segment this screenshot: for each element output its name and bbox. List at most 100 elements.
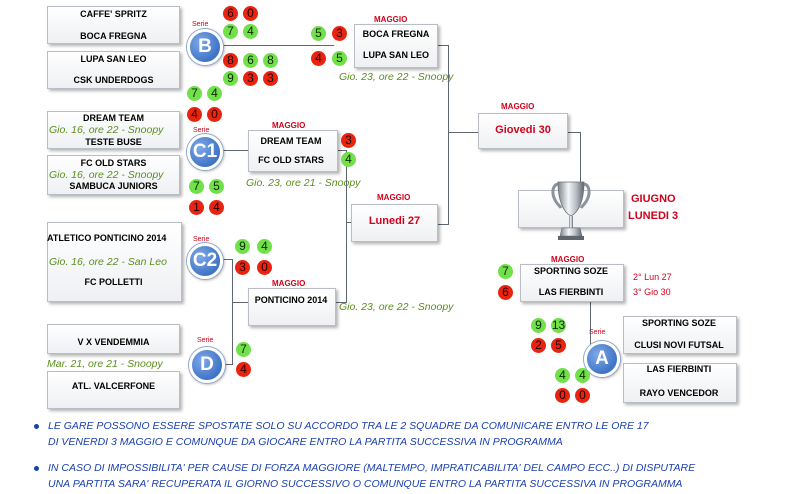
score: 1: [189, 200, 204, 215]
group-a-badge: A: [584, 341, 620, 377]
semi-a-note-2: 3° Gio 30: [633, 287, 671, 297]
group-c2-team-2: FC POLLETTI: [84, 277, 143, 287]
score: 9: [235, 239, 250, 254]
group-d-box-bottom: [47, 371, 180, 409]
group-c1-team-2: TESTE BUSE: [85, 137, 142, 147]
group-a-serie-label: Serie: [589, 329, 606, 336]
score: 7: [187, 86, 202, 101]
score: 0: [257, 260, 272, 275]
group-b-box-bottom: [47, 51, 180, 89]
note-bullet: [34, 466, 39, 471]
group-d-team-1: V X VENDEMMIA: [77, 337, 150, 347]
group-d-badge: D: [189, 347, 225, 383]
group-b-team-3: LUPA SAN LEO: [80, 54, 147, 64]
group-c1-box-top: [47, 111, 180, 149]
score: 7: [189, 179, 204, 194]
semi-a-month: MAGGIO: [551, 255, 585, 264]
trophy-icon: [551, 181, 591, 240]
group-c2-schedule: Gio. 16, ore 22 - San Leo: [49, 256, 167, 268]
semi-c1-team-1: DREAM TEAM: [260, 136, 322, 146]
score: 6: [223, 6, 238, 21]
final-bottom-box: [351, 204, 438, 242]
score: 8: [223, 53, 238, 68]
group-b-badge: B: [187, 29, 223, 65]
group-c1-schedule-2: Gio. 16, ore 22 - Snoopy: [49, 169, 164, 181]
score: 0: [207, 107, 222, 122]
final-bottom-label: Lunedi 27: [368, 215, 421, 227]
note-2-line-1: IN CASO DI IMPOSSIBILITA' PER CAUSE DI F…: [48, 462, 696, 474]
score: 3: [332, 26, 347, 41]
score: 4: [575, 368, 590, 383]
group-b-team-2: BOCA FREGNA: [80, 31, 147, 41]
group-a-box-bottom: [623, 363, 737, 403]
semi-c2-month: MAGGIO: [272, 279, 306, 288]
note-2-line-2: UNA PARTITA SARA' RECUPERATA IL GIORNO S…: [48, 478, 683, 490]
semi-c2-box: [248, 288, 336, 326]
score: 3: [341, 133, 356, 148]
score: 7: [498, 264, 513, 279]
group-b-team-1: CAFFE' SPRITZ: [80, 9, 147, 19]
score: 5: [332, 51, 347, 66]
trophy-day: LUNEDI 3: [628, 210, 679, 222]
note-1-line-2: DI VENERDI 3 MAGGIO E COMUNQUE DA GIOCAR…: [48, 436, 563, 448]
score: 4: [257, 239, 272, 254]
group-b-box-top: [47, 6, 180, 44]
semi-a-box: [520, 264, 624, 302]
score: 3: [243, 71, 258, 86]
note-1-line-1: LE GARE POSSONO ESSERE SPOSTATE SOLO SU …: [48, 420, 649, 432]
final-top-box: [478, 113, 568, 149]
score: 4: [311, 51, 326, 66]
trophy-month: GIUGNO: [631, 193, 676, 205]
score: 4: [243, 24, 258, 39]
group-c1-team-1: DREAM TEAM: [83, 113, 144, 123]
group-d-schedule: Mar. 21, ore 21 - Snoopy: [47, 358, 163, 370]
semi-a-team-1: SPORTING SOZE: [533, 266, 608, 276]
final-bottom-month: MAGGIO: [377, 193, 411, 202]
score: 4: [209, 200, 224, 215]
group-c2-serie-label: Serie: [193, 236, 210, 243]
score: 9: [531, 318, 546, 333]
score: 0: [555, 388, 570, 403]
score: 0: [575, 388, 590, 403]
group-c1-team-4: SAMBUCA JUNIORS: [69, 181, 158, 191]
group-c1-schedule-1: Gio. 16, ore 22 - Snoopy: [49, 124, 164, 136]
score: 2: [531, 338, 546, 353]
score: 4: [555, 368, 570, 383]
group-c1-team-3: FC OLD STARS: [80, 158, 147, 168]
score: 6: [498, 285, 513, 300]
score: 8: [263, 53, 278, 68]
group-d-team-2: ATL. VALCERFONE: [71, 381, 156, 391]
group-c1-badge: C1: [187, 134, 223, 170]
group-c2-box: [47, 222, 182, 302]
score: 7: [236, 342, 251, 357]
semi-b-schedule: Gio. 23, ore 22 - Snoopy: [339, 71, 454, 83]
score: 5: [551, 338, 566, 353]
score: 6: [243, 53, 258, 68]
semi-b-team-1: BOCA FREGNA: [362, 29, 430, 39]
semi-b-team-2: LUPA SAN LEO: [362, 50, 429, 60]
semi-c2-schedule: Gio. 23, ore 22 - Snoopy: [339, 301, 454, 313]
semi-c2-team: PONTICINO 2014: [254, 295, 328, 305]
score: 0: [243, 6, 258, 21]
score: 5: [209, 179, 224, 194]
score: 5: [311, 26, 326, 41]
final-top-month: MAGGIO: [501, 102, 535, 111]
score: 3: [263, 71, 278, 86]
group-d-serie-label: Serie: [197, 337, 214, 344]
score: 4: [207, 86, 222, 101]
group-a-box-top: [623, 316, 737, 354]
score: 4: [341, 152, 356, 167]
score: 13: [551, 318, 566, 333]
semi-c1-box: [248, 130, 338, 172]
semi-a-note-1: 2° Lun 27: [633, 272, 672, 282]
score: 7: [223, 24, 238, 39]
group-b-serie-label: Serie: [192, 21, 209, 28]
group-d-box-top: [47, 324, 180, 354]
semi-c1-month: MAGGIO: [272, 121, 306, 130]
group-a-team-4: RAYO VENCEDOR: [639, 388, 719, 398]
group-c1-box-bottom: [47, 155, 180, 195]
score: 9: [223, 71, 238, 86]
semi-a-team-2: LAS FIERBINTI: [538, 287, 604, 297]
score: 4: [187, 107, 202, 122]
group-c2-badge: C2: [187, 243, 223, 279]
